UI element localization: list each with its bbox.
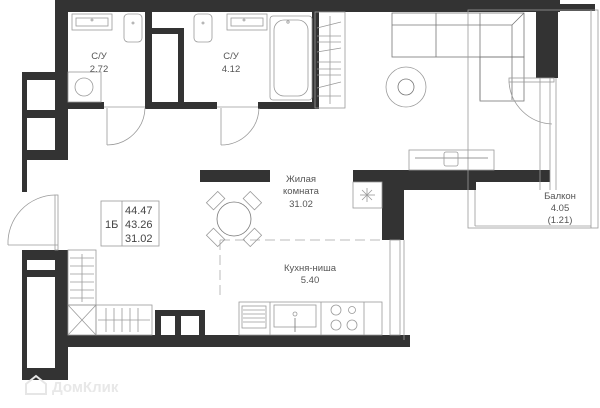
washing-machine-icon: [67, 71, 102, 103]
room-name-bathroom-2: С/У: [223, 51, 240, 62]
room-area-living: 31.02: [289, 199, 313, 210]
corner-sofa-icon: [391, 12, 525, 102]
total-area: 44.47: [125, 205, 153, 217]
balcony-door-icon: [508, 77, 555, 125]
toilet-bathroom-1-icon: [123, 13, 143, 43]
apartment-type: 1Б: [105, 219, 118, 231]
dining-table-icon: [205, 190, 263, 248]
room-name-bathroom-1: С/У: [91, 51, 108, 62]
entrance-door-icon: [7, 194, 59, 251]
sink-bathroom-1-icon: [71, 13, 113, 31]
sink-bathroom-2-icon: [226, 13, 268, 31]
tv-stand-icon: [408, 149, 495, 171]
apartment-badge: 1Б 44.47 43.26 31.02: [100, 200, 160, 247]
ventilation-shaft-icon: [352, 181, 383, 209]
kitchen-counter-icon: [238, 301, 383, 336]
room-area-balcony-reduced: (1.21): [548, 215, 573, 226]
bathroom-1-door-icon: [104, 106, 146, 146]
domclick-watermark: ДомКлик: [25, 374, 119, 396]
room-name-living-line1: Жилая: [286, 174, 316, 185]
bathtub-icon: [269, 15, 313, 101]
room-area-kitchen: 5.40: [301, 275, 320, 286]
balcony-outline: [467, 9, 599, 229]
toilet-bathroom-2-icon: [193, 13, 213, 43]
watermark-text: ДомКлик: [52, 379, 119, 396]
coffee-table-icon: [385, 66, 427, 108]
wardrobe-icon: [314, 11, 346, 109]
room-name-living-line2: комната: [283, 186, 320, 197]
hall-wardrobe-icon: [67, 249, 153, 336]
walls: [22, 0, 595, 380]
room-name-balcony: Балкон: [544, 191, 576, 202]
window-kitchen: [389, 239, 405, 340]
living-area: 31.02: [125, 233, 153, 245]
room-area-balcony: 4.05: [551, 203, 570, 214]
area-without-balcony: 43.26: [125, 219, 153, 231]
room-area-bathroom-1: 2.72: [90, 64, 109, 75]
room-name-kitchen: Кухня-ниша: [284, 263, 337, 274]
bathroom-2-door-icon: [217, 106, 260, 146]
room-area-bathroom-2: 4.12: [222, 64, 241, 75]
